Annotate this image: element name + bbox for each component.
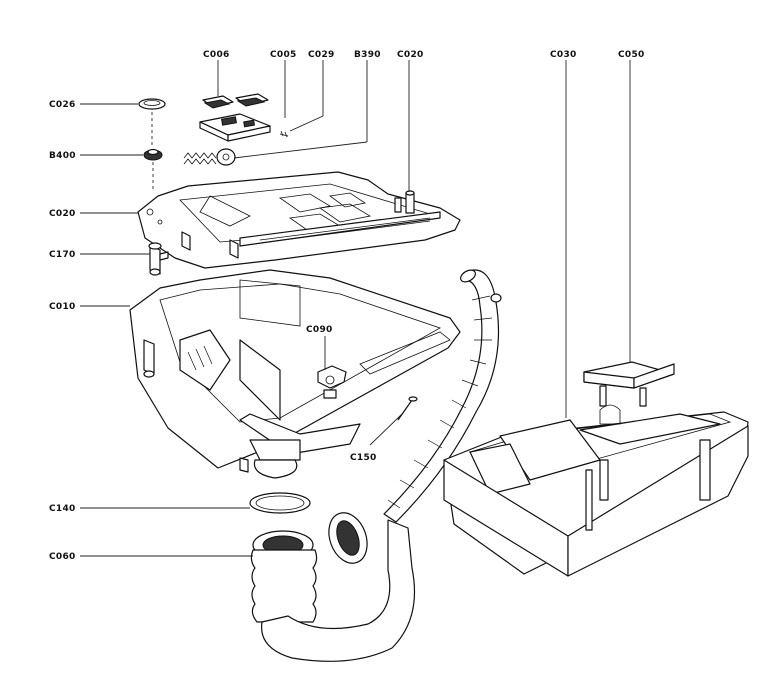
label-c005: C005 <box>270 50 297 60</box>
label-c026: C026 <box>49 100 76 110</box>
label-b390: B390 <box>354 50 381 60</box>
part-labels: C006 C005 C029 B390 C020 C030 C050 C026 … <box>49 50 645 562</box>
part-c005-circuit-board <box>199 113 271 142</box>
label-c010: C010 <box>49 302 76 312</box>
label-c020-top: C020 <box>397 50 424 60</box>
label-c140: C140 <box>49 504 76 514</box>
part-c010-housing <box>129 269 461 479</box>
part-c006-switches <box>202 93 269 109</box>
label-b400: B400 <box>49 151 76 161</box>
label-c050: C050 <box>618 50 645 60</box>
label-c006: C006 <box>203 50 230 60</box>
label-c020: C020 <box>49 209 76 219</box>
label-c090: C090 <box>306 325 333 335</box>
label-c029: C029 <box>308 50 335 60</box>
part-c030-drawer <box>443 404 749 577</box>
part-b390-washer <box>216 148 236 166</box>
part-c140-ring <box>249 492 311 514</box>
leader-lines <box>80 60 631 557</box>
label-c060: C060 <box>49 552 76 562</box>
part-c090-clamp <box>317 365 347 399</box>
part-c170-valve <box>148 242 169 276</box>
part-b400-nut-spring <box>143 148 217 192</box>
part-c020-cover-plate <box>137 171 461 269</box>
part-c050-handle <box>583 361 675 407</box>
part-c060-bellows-hose <box>250 512 416 662</box>
label-c150: C150 <box>350 453 377 463</box>
part-drain-hose-coil <box>383 269 502 523</box>
part-c150-screw <box>397 396 418 421</box>
part-c026-cap <box>138 98 166 148</box>
label-c170: C170 <box>49 250 76 260</box>
label-c030: C030 <box>550 50 577 60</box>
part-c029-screw <box>279 130 289 138</box>
